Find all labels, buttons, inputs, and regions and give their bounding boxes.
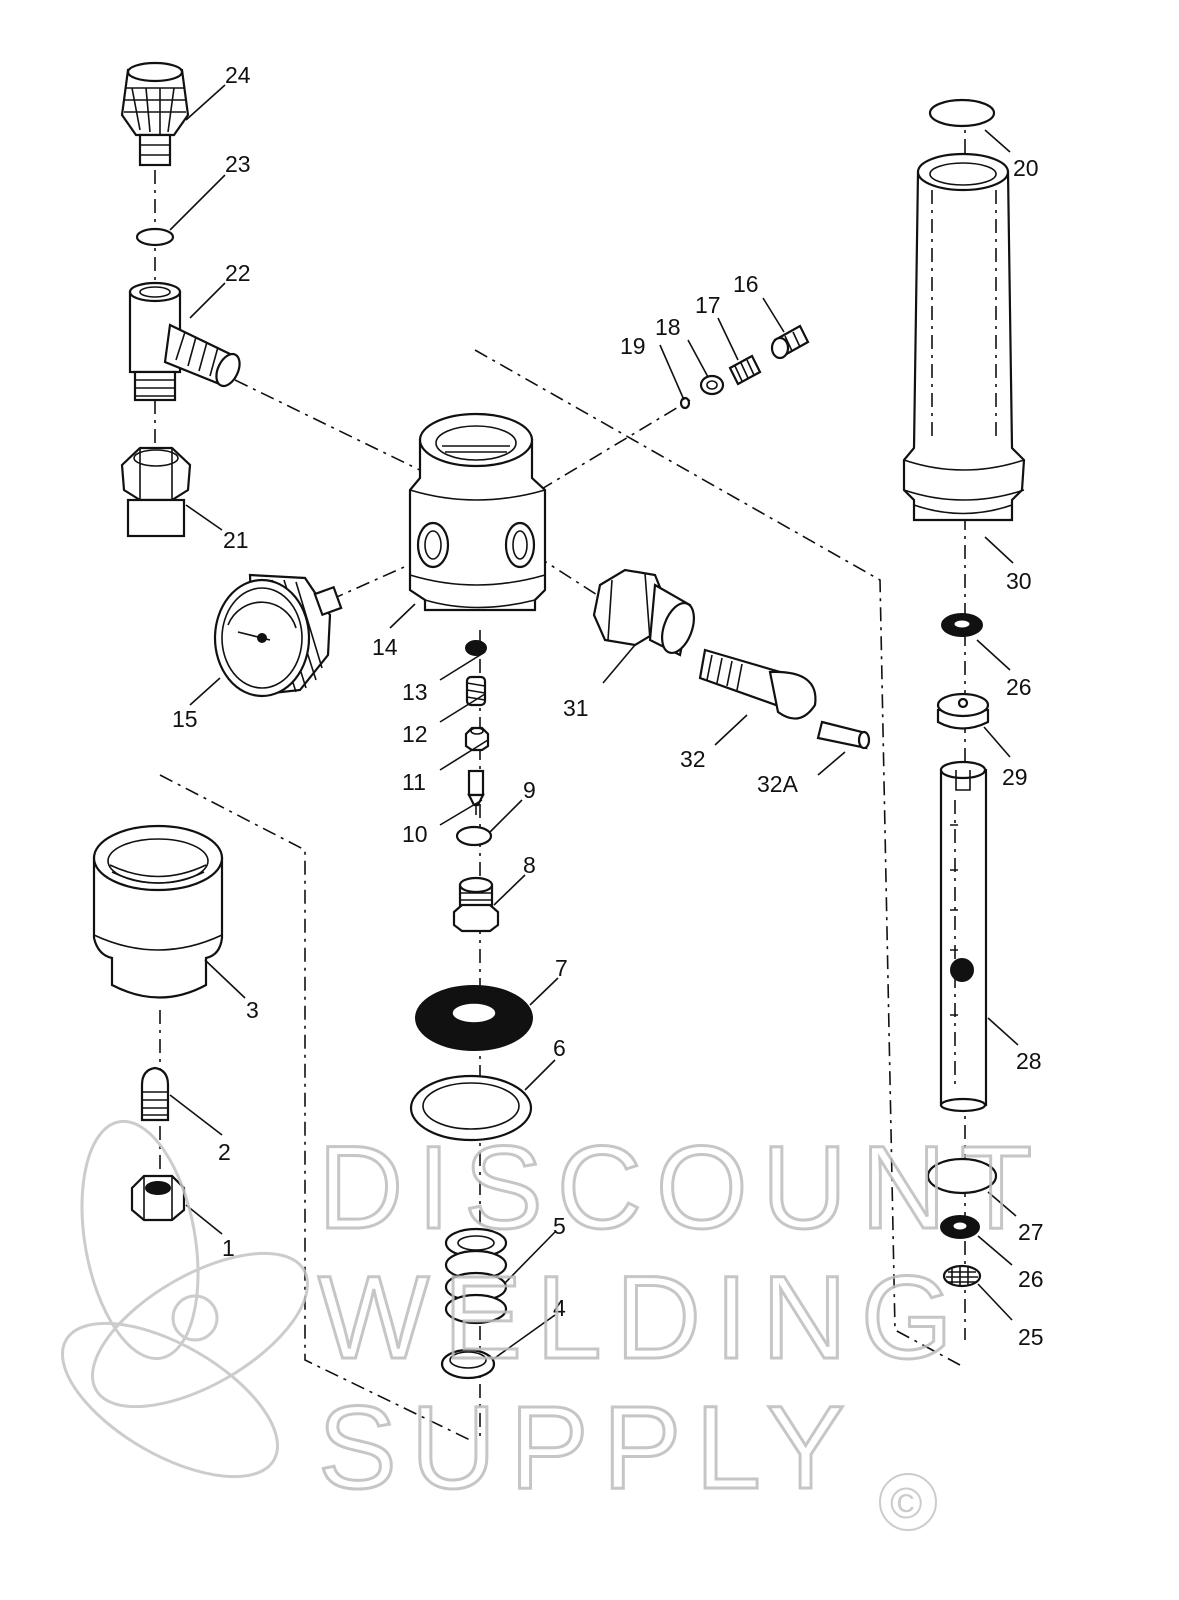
callout-10: 10	[402, 821, 428, 847]
watermark-logo	[61, 1119, 309, 1479]
callout-12: 12	[402, 721, 428, 747]
part-6-flat-ring	[409, 1074, 533, 1142]
watermark: DISCOUNT WELDING SUPPLY ©	[61, 1119, 1046, 1531]
watermark-line-3: SUPPLY	[318, 1382, 859, 1514]
part-3-bonnet	[92, 824, 224, 999]
callout-19: 19	[620, 333, 646, 359]
part-5-main-spring	[444, 1227, 508, 1325]
callout-28: 28	[1016, 1048, 1042, 1074]
callout-4: 4	[553, 1295, 566, 1321]
part-22-tee-fitting	[128, 281, 241, 402]
part-32-inlet-stem	[698, 648, 817, 720]
callout-17: 17	[695, 292, 721, 318]
callout-30: 30	[1006, 568, 1032, 594]
part-25-screen	[942, 1264, 982, 1288]
callout-32A: 32A	[757, 771, 799, 797]
callout-25: 25	[1018, 1324, 1044, 1350]
part-21-nut-fitting	[120, 446, 192, 538]
callout-26-upper: 26	[1006, 674, 1032, 700]
callout-21: 21	[223, 527, 249, 553]
part-1-lock-nut	[130, 1174, 186, 1222]
watermark-line-1: DISCOUNT	[318, 1122, 1046, 1254]
part-4-spring-button	[440, 1348, 496, 1380]
part-24-knurled-plug	[120, 61, 190, 167]
part-16-cap	[770, 324, 810, 360]
callout-labels: 1 2 3 4 5 6 7 8 9 10 11 12 13 14 15 16 1…	[172, 62, 1044, 1350]
callout-5: 5	[553, 1213, 566, 1239]
part-30-tube-shield	[902, 152, 1026, 522]
callout-27: 27	[1018, 1219, 1044, 1245]
part-11-nut	[464, 726, 490, 752]
callout-8: 8	[523, 852, 536, 878]
callout-24: 24	[225, 62, 251, 88]
callout-6: 6	[553, 1035, 566, 1061]
callout-9: 9	[523, 777, 536, 803]
part-7-diaphragm	[415, 985, 533, 1051]
part-28-flow-tube	[939, 760, 988, 1113]
callout-29: 29	[1002, 764, 1028, 790]
callout-16: 16	[733, 271, 759, 297]
part-19-ball	[679, 396, 691, 410]
part-15-pressure-gauge	[213, 573, 343, 698]
callout-2: 2	[218, 1139, 231, 1165]
callout-7: 7	[555, 955, 568, 981]
part-10-valve-pin	[467, 769, 485, 815]
copyright-circle	[879, 1473, 937, 1531]
part-23-o-ring	[135, 227, 175, 247]
part-17-spring	[728, 354, 762, 386]
part-14-regulator-body	[408, 412, 547, 612]
callout-26-lower: 26	[1018, 1266, 1044, 1292]
callout-32: 32	[680, 746, 706, 772]
part-2-adjusting-screw	[140, 1066, 170, 1122]
part-20-lens	[928, 98, 996, 128]
part-18-seat	[699, 374, 725, 396]
callout-23: 23	[225, 151, 251, 177]
part-9-washer	[455, 825, 493, 847]
callout-22: 22	[225, 260, 251, 286]
callout-31: 31	[563, 695, 589, 721]
part-26-lower-washer	[940, 1215, 980, 1239]
leader-lines	[169, 84, 1019, 1361]
callout-18: 18	[655, 314, 681, 340]
callout-11: 11	[402, 769, 426, 795]
watermark-line-2: WELDING	[318, 1252, 967, 1384]
callout-15: 15	[172, 706, 198, 732]
copyright-symbol: ©	[890, 1479, 922, 1528]
part-29-stop	[936, 692, 990, 730]
part-13-filter-disc	[465, 640, 487, 656]
callout-13: 13	[402, 679, 428, 705]
part-31-inlet-nut	[592, 568, 695, 657]
part-32A-filter	[816, 720, 871, 750]
callout-14: 14	[372, 634, 398, 660]
callout-20: 20	[1013, 155, 1039, 181]
callout-1: 1	[222, 1235, 235, 1261]
part-27-large-o-ring	[926, 1157, 998, 1195]
callout-3: 3	[246, 997, 259, 1023]
part-8-valve-seat	[452, 876, 500, 933]
part-12-spring	[465, 675, 487, 707]
part-26-upper-washer	[941, 613, 983, 637]
